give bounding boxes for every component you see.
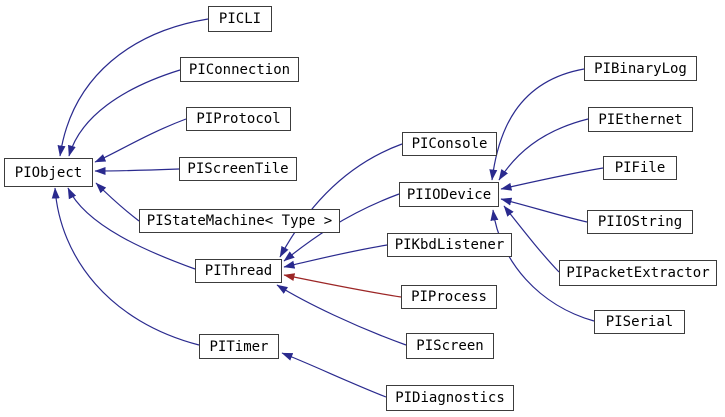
class-node-label: PIStateMachine< Type > xyxy=(146,213,333,229)
edge-PIIOString-to-PIIODevice xyxy=(500,197,588,223)
edge-PIKbdListener-to-PIThread xyxy=(283,244,388,269)
class-node-label: PIThread xyxy=(204,263,273,279)
class-node-PIConsole[interactable]: PIConsole xyxy=(402,132,497,156)
edge-PIStateMachine-to-PIObject xyxy=(95,182,140,222)
class-node-PIStateMachine[interactable]: PIStateMachine< Type > xyxy=(139,209,340,233)
class-node-label: PIScreenTile xyxy=(187,161,289,177)
class-node-label: PITimer xyxy=(209,338,269,355)
class-node-label: PIFile xyxy=(614,160,666,176)
edge-PIScreenTile-to-PIObject xyxy=(94,166,180,175)
edge-PIScreen-to-PIThread xyxy=(276,284,407,346)
class-node-label: PIScreen xyxy=(416,338,484,354)
class-node-PICLI[interactable]: PICLI xyxy=(208,6,272,32)
edge-PIThread-to-PIObject xyxy=(67,187,196,270)
class-node-PIFile[interactable]: PIFile xyxy=(603,156,677,180)
class-node-label: PIConnection xyxy=(188,61,291,78)
class-node-PIObject[interactable]: PIObject xyxy=(4,158,93,187)
edge-PIProcess-to-PIThread xyxy=(283,273,402,298)
edge-PICLI-to-PIObject xyxy=(57,18,209,157)
class-node-label: PIProcess xyxy=(411,289,487,305)
class-node-PIProcess[interactable]: PIProcess xyxy=(401,285,497,309)
class-node-PIIOString[interactable]: PIIOString xyxy=(587,210,693,234)
class-node-PIPacketExtractor[interactable]: PIPacketExtractor xyxy=(559,260,717,286)
class-node-label: PIIOString xyxy=(597,214,683,230)
class-node-label: PIDiagnostics xyxy=(395,390,505,406)
edge-PIConnection-to-PIObject xyxy=(68,69,181,157)
class-node-label: PIPacketExtractor xyxy=(566,265,710,281)
class-node-PIProtocol[interactable]: PIProtocol xyxy=(186,107,291,131)
class-node-label: PICLI xyxy=(218,11,262,27)
edge-PIDiagnostics-to-PITimer xyxy=(281,352,387,398)
class-node-label: PISerial xyxy=(605,314,674,330)
class-node-label: PIProtocol xyxy=(196,111,281,127)
edge-PIProtocol-to-PIObject xyxy=(94,118,187,163)
edge-PIEthernet-to-PIIODevice xyxy=(498,118,589,181)
class-node-label: PIIODevice xyxy=(406,186,492,203)
edge-PISerial-to-PIIODevice xyxy=(490,209,595,322)
class-node-label: PIEthernet xyxy=(598,111,683,128)
class-node-PIKbdListener[interactable]: PIKbdListener xyxy=(387,233,512,257)
edge-PIFile-to-PIIODevice xyxy=(500,167,604,191)
edge-PIConsole-to-PIThread xyxy=(279,143,403,258)
class-node-PIEthernet[interactable]: PIEthernet xyxy=(588,107,693,132)
class-node-PIBinaryLog[interactable]: PIBinaryLog xyxy=(584,56,697,81)
class-node-label: PIObject xyxy=(14,164,83,181)
class-node-PIIODevice[interactable]: PIIODevice xyxy=(399,182,499,207)
edge-PIBinaryLog-to-PIIODevice xyxy=(489,68,585,181)
edge-PITimer-to-PIObject xyxy=(51,187,200,346)
class-node-PIScreen[interactable]: PIScreen xyxy=(406,333,494,359)
class-node-PIDiagnostics[interactable]: PIDiagnostics xyxy=(386,385,514,411)
edge-PIPacketExtractor-to-PIIODevice xyxy=(503,205,560,273)
class-node-PIScreenTile[interactable]: PIScreenTile xyxy=(179,157,297,181)
class-node-PITimer[interactable]: PITimer xyxy=(199,334,279,359)
class-node-label: PIKbdListener xyxy=(394,237,505,253)
class-node-PIConnection[interactable]: PIConnection xyxy=(180,57,299,82)
class-node-label: PIConsole xyxy=(411,136,488,152)
class-node-PIThread[interactable]: PIThread xyxy=(195,259,282,283)
class-node-PISerial[interactable]: PISerial xyxy=(594,310,685,334)
class-node-label: PIBinaryLog xyxy=(594,60,687,77)
